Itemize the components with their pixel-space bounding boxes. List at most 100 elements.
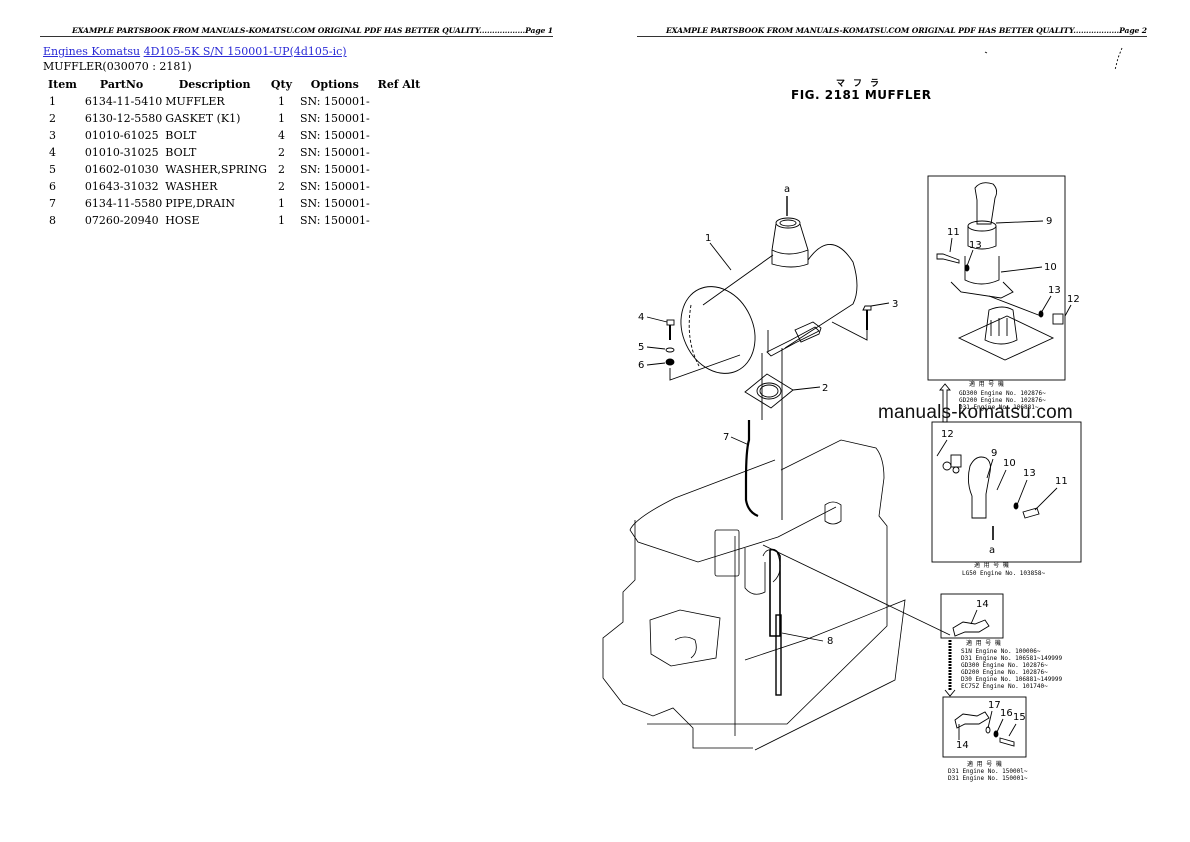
cell-item: 1	[49, 95, 56, 108]
svg-text:11: 11	[1055, 476, 1068, 487]
svg-text:13: 13	[1023, 468, 1036, 479]
cell-item: 5	[49, 163, 56, 176]
svg-text:14: 14	[956, 740, 969, 751]
svg-text:1: 1	[705, 233, 711, 244]
svg-text:D31 Engine No. 150001~: D31 Engine No. 150001~	[948, 775, 1028, 782]
svg-text:GD300 Engine No. 102876~: GD300 Engine No. 102876~	[959, 390, 1046, 397]
svg-text:17: 17	[988, 700, 1001, 711]
cell-description: BOLT	[165, 146, 197, 159]
cell-refalt	[374, 110, 425, 127]
svg-text:10: 10	[1003, 458, 1016, 469]
table-row: 5 01602-01030 WASHER,SPRING 2 SN: 150001…	[44, 161, 424, 178]
parts-list-page: EXAMPLE PARTSBOOK FROM MANUALS-KOMATSU.C…	[40, 26, 553, 229]
cell-options: SN: 150001-	[299, 112, 370, 125]
cell-refalt	[374, 195, 425, 212]
table-header-row: Item PartNo Description Qty Options Ref …	[44, 76, 424, 93]
breadcrumb-link-model[interactable]: 4D105-5K S/N 150001-UP(4d105-ic)	[143, 45, 347, 58]
svg-text:S1N Engine No. 100006~: S1N Engine No. 100006~	[961, 648, 1041, 655]
svg-text:13: 13	[1048, 285, 1061, 296]
col-header-qty: Qty	[270, 78, 292, 91]
table-row: 2 6130-12-5580 GASKET (K1) 1 SN: 150001-	[44, 110, 424, 127]
inset-upper-stack: 9 10 11 13 13 12 適 用 号 機 GD300 Engine No…	[927, 175, 1080, 423]
svg-text:4: 4	[638, 312, 644, 323]
cell-qty: 1	[277, 214, 285, 227]
table-row: 8 07260-20940 HOSE 1 SN: 150001-	[44, 212, 424, 229]
breadcrumb: Engines Komatsu 4D105-5K S/N 150001-UP(4…	[43, 45, 347, 58]
svg-text:D31 Engine No. 106581~149999: D31 Engine No. 106581~149999	[961, 655, 1063, 662]
cell-qty: 1	[277, 197, 285, 210]
cell-options: SN: 150001-	[299, 163, 370, 176]
col-header-description: Description	[178, 78, 251, 91]
cell-refalt	[374, 93, 425, 110]
diagram-page: EXAMPLE PARTSBOOK FROM MANUALS-KOMATSU.C…	[595, 0, 1190, 842]
svg-text:8: 8	[827, 636, 833, 647]
svg-text:a: a	[784, 184, 790, 195]
cell-partno: 01602-01030	[84, 163, 159, 176]
table-row: 1 6134-11-5410 MUFFLER 1 SN: 150001-	[44, 93, 424, 110]
muffler-drawing: a 1 3 4	[638, 184, 898, 520]
cell-refalt	[374, 178, 425, 195]
cell-partno: 6134-11-5410	[84, 95, 163, 108]
cell-qty: 4	[277, 129, 285, 142]
parts-table: Item PartNo Description Qty Options Ref …	[44, 76, 424, 229]
svg-text:16: 16	[1000, 708, 1013, 719]
cell-refalt	[374, 127, 425, 144]
table-row: 6 01643-31032 WASHER 2 SN: 150001-	[44, 178, 424, 195]
svg-text:適 用 号 機: 適 用 号 機	[974, 561, 1009, 569]
table-row: 3 01010-61025 BOLT 4 SN: 150001-	[44, 127, 424, 144]
svg-text:2: 2	[822, 383, 828, 394]
cell-partno: 6130-12-5580	[84, 112, 163, 125]
cell-qty: 1	[277, 112, 285, 125]
cell-item: 7	[49, 197, 56, 210]
svg-text:9: 9	[1046, 216, 1052, 227]
cell-partno: 01010-61025	[84, 129, 159, 142]
svg-text:GD300 Engine No. 102876~: GD300 Engine No. 102876~	[961, 662, 1048, 669]
cell-description: BOLT	[165, 129, 197, 142]
cell-options: SN: 150001-	[299, 197, 370, 210]
svg-text:11: 11	[947, 227, 960, 238]
svg-text:GD200 Engine No. 102876~: GD200 Engine No. 102876~	[959, 397, 1046, 404]
table-row: 7 6134-11-5580 PIPE,DRAIN 1 SN: 150001-	[44, 195, 424, 212]
cell-description: PIPE,DRAIN	[165, 197, 235, 210]
svg-text:7: 7	[723, 432, 729, 443]
svg-text:5: 5	[638, 342, 644, 353]
svg-text:14: 14	[976, 599, 989, 610]
cell-qty: 2	[277, 163, 285, 176]
col-header-refalt: Ref Alt	[377, 78, 421, 91]
svg-text:適 用 号 機: 適 用 号 機	[966, 639, 1001, 647]
cell-qty: 1	[277, 95, 285, 108]
cell-description: GASKET (K1)	[165, 112, 241, 125]
engine-block-drawing: 7 8	[602, 420, 951, 751]
cell-options: SN: 150001-	[299, 146, 370, 159]
watermark-text: manuals-komatsu.com	[878, 402, 1073, 423]
cell-partno: 6134-11-5580	[84, 197, 163, 210]
svg-text:3: 3	[892, 299, 898, 310]
cell-options: SN: 150001-	[299, 129, 370, 142]
svg-text:12: 12	[941, 429, 954, 440]
inset-bracket-14: 14 適 用 号 機 S1N Engine No. 100006~ D31 En…	[940, 593, 1063, 697]
page-header: EXAMPLE PARTSBOOK FROM MANUALS-KOMATSU.C…	[637, 26, 1147, 37]
cell-item: 2	[49, 112, 56, 125]
breadcrumb-link-engines-komatsu[interactable]: Engines Komatsu	[43, 45, 141, 58]
cell-qty: 2	[277, 146, 285, 159]
col-header-options: Options	[310, 78, 359, 91]
cell-refalt	[374, 144, 425, 161]
cell-options: SN: 150001-	[299, 214, 370, 227]
svg-text:a: a	[989, 545, 995, 556]
cell-item: 8	[49, 214, 56, 227]
cell-partno: 07260-20940	[84, 214, 159, 227]
figure-kana-title: マフラ	[836, 79, 888, 89]
cell-description: WASHER,SPRING	[165, 163, 267, 176]
svg-text:15: 15	[1013, 712, 1026, 723]
svg-text:LG50 Engine No. 103858~: LG50 Engine No. 103858~	[962, 570, 1045, 577]
cell-item: 4	[49, 146, 56, 159]
cell-item: 3	[49, 129, 56, 142]
svg-text:9: 9	[991, 448, 997, 459]
table-row: 4 01010-31025 BOLT 2 SN: 150001-	[44, 144, 424, 161]
svg-text:適 用 号 機: 適 用 号 機	[969, 380, 1004, 388]
cell-item: 6	[49, 180, 56, 193]
cell-options: SN: 150001-	[299, 180, 370, 193]
svg-text:6: 6	[638, 360, 644, 371]
svg-text:D31 Engine No. 15000l~: D31 Engine No. 15000l~	[948, 768, 1028, 775]
figure-title: FIG. 2181 MUFFLER	[791, 88, 932, 102]
